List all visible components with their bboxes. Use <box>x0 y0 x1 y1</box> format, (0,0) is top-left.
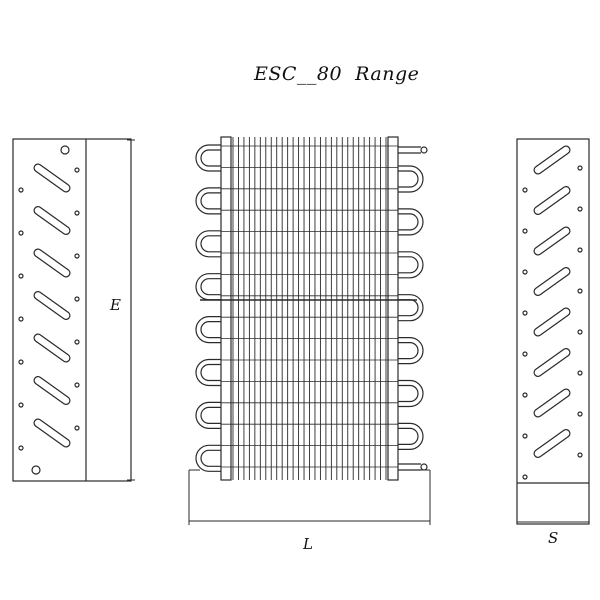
height-dimension <box>127 139 135 481</box>
right-rivet <box>522 474 528 480</box>
left-rivet <box>74 253 80 259</box>
left-tube-bend <box>195 230 221 258</box>
tube-bend-group <box>195 144 424 472</box>
left-rivet <box>74 425 80 431</box>
right-slot-inner <box>534 389 570 417</box>
right-rivet <box>522 269 528 275</box>
length-dimension-label: L <box>302 535 313 553</box>
left-rivet <box>18 230 24 236</box>
right-tube-bend <box>398 208 424 236</box>
left-rivet-group <box>18 167 80 451</box>
right-rivet <box>522 228 528 234</box>
left-tube-bend-inner <box>200 149 221 167</box>
left-rivet <box>18 402 24 408</box>
right-tube-bend <box>398 422 424 450</box>
left-side-view <box>12 138 132 482</box>
right-side-view <box>516 138 590 525</box>
left-tube-bend-inner <box>200 321 221 339</box>
left-rivet <box>74 296 80 302</box>
left-rivet <box>18 445 24 451</box>
left-rivet <box>74 382 80 388</box>
right-rivet <box>577 288 583 294</box>
left-slot-group <box>33 163 71 448</box>
right-tube-bend-inner <box>398 299 419 317</box>
right-rivet <box>577 329 583 335</box>
right-rivet <box>522 392 528 398</box>
height-dimension-label: E <box>109 296 121 314</box>
right-rivet <box>577 452 583 458</box>
left-tube-bend-inner <box>200 235 221 253</box>
right-tube-bend-inner <box>398 384 419 403</box>
left-tube-bend <box>195 444 221 472</box>
right-slot-inner <box>534 227 570 255</box>
right-rivet <box>577 165 583 171</box>
outlet-connector <box>420 463 428 471</box>
left-slot-inner <box>34 164 70 192</box>
left-rivet <box>18 273 24 279</box>
left-tube-bend <box>195 401 221 429</box>
right-tube-bend-inner <box>398 342 419 360</box>
right-tube-bend <box>398 251 424 279</box>
right-tube-bend-inner <box>398 170 419 188</box>
left-slot-inner <box>34 292 70 319</box>
right-rivet <box>577 370 583 376</box>
right-endplate-outline <box>516 138 590 525</box>
right-tube-bend-inner <box>398 256 419 274</box>
right-rivet <box>522 351 528 357</box>
depth-dimension-label: S <box>548 529 558 547</box>
left-slot-inner <box>34 334 70 362</box>
left-tube-bend <box>195 144 221 172</box>
right-slot-inner <box>534 308 570 336</box>
right-slot-inner <box>534 349 570 376</box>
right-tube-bend <box>398 294 424 322</box>
front-left-endplate <box>220 136 232 481</box>
left-tube-bend-inner <box>200 406 221 424</box>
drawing-title: ESC__80 Range <box>253 63 419 85</box>
left-tube-bend-inner <box>200 192 221 210</box>
left-rivet <box>18 187 24 193</box>
left-tube-bend-inner <box>200 449 221 467</box>
left-tube-bend-inner <box>200 363 221 382</box>
right-slot-inner <box>534 268 570 295</box>
right-tube-bend-inner <box>398 427 419 445</box>
left-slot-inner <box>34 377 70 404</box>
left-top-bolt <box>60 145 70 155</box>
right-rivet <box>577 411 583 417</box>
front-right-endplate <box>387 136 399 481</box>
left-rivet <box>74 339 80 345</box>
right-rivet <box>577 206 583 212</box>
left-rivet <box>18 316 24 322</box>
right-rivet <box>522 187 528 193</box>
left-tube-bend <box>195 273 221 301</box>
left-tube-bend <box>195 358 221 387</box>
right-slot-group <box>533 145 571 458</box>
right-slot-inner <box>534 146 570 174</box>
right-tube-bend-inner <box>398 213 419 231</box>
left-tube-bend-inner <box>200 278 221 296</box>
right-tube-bend <box>398 165 424 193</box>
left-slot-inner <box>34 249 70 277</box>
left-slot-inner <box>34 207 70 234</box>
right-tube-bend <box>398 337 424 365</box>
right-rivet-group <box>522 165 583 480</box>
left-rivet <box>18 359 24 365</box>
left-tube-bend <box>195 187 221 215</box>
inlet-connector <box>420 146 428 154</box>
left-rivet <box>74 167 80 173</box>
right-slot-inner <box>534 187 570 214</box>
front-view <box>195 136 428 481</box>
right-slot-inner <box>534 430 570 457</box>
right-rivet <box>522 433 528 439</box>
left-bottom-bolt <box>31 465 41 475</box>
left-slot-inner <box>34 419 70 447</box>
right-tube-bend <box>398 379 424 408</box>
length-dimension <box>188 469 431 525</box>
left-rivet <box>74 210 80 216</box>
left-tube-bend <box>195 316 221 344</box>
right-rivet <box>577 247 583 253</box>
fin-group <box>221 137 398 480</box>
right-rivet <box>522 310 528 316</box>
